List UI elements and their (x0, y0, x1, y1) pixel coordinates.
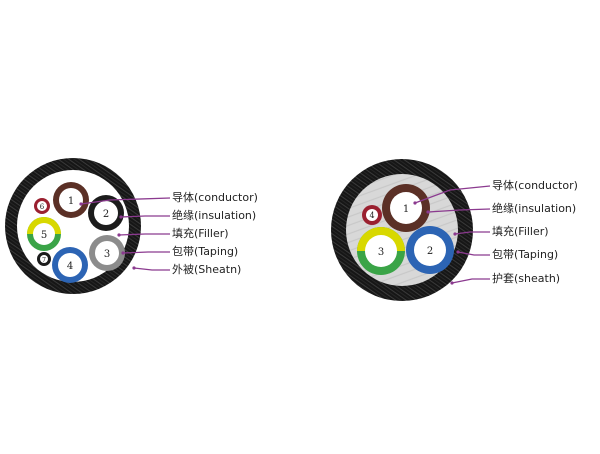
left-core-7: 7 (37, 252, 51, 266)
right-cable: 1 2 3 4 (331, 159, 491, 301)
right-leader-insulation (427, 208, 491, 213)
right-leader-lines (414, 185, 491, 284)
right-leader-filler (454, 231, 490, 235)
left-label-insulation: 绝缘(insulation) (172, 209, 257, 222)
left-core-5-conductor (33, 223, 55, 245)
left-core-4-number: 4 (67, 261, 73, 272)
right-leader-dots (413, 201, 460, 285)
left-leader-sheath (133, 267, 170, 271)
left-core-3-number: 3 (104, 249, 110, 260)
right-core-2-conductor (414, 234, 446, 266)
left-leader-filler (118, 233, 170, 236)
right-core-1: 1 (382, 184, 430, 232)
left-core-3: 3 (89, 235, 125, 271)
left-core-1-number: 1 (68, 196, 74, 207)
left-leader-lines (80, 197, 171, 271)
left-core-6: 6 (34, 198, 50, 214)
left-core-6-number: 6 (40, 203, 45, 211)
left-core-2-conductor (94, 201, 118, 225)
right-core-4-number: 4 (369, 211, 374, 220)
left-core-2: 2 (88, 195, 124, 231)
right-leader-sheath (451, 278, 490, 284)
left-core-3-conductor (95, 241, 119, 265)
right-core-2: 2 (406, 226, 454, 274)
left-label-filler: 填充(Filler) (172, 227, 229, 240)
right-core-1-number: 1 (403, 204, 409, 215)
left-label-taping: 包带(Taping) (172, 245, 239, 258)
left-core-5: 5 (27, 217, 61, 251)
right-label-conductor: 导体(conductor) (492, 179, 578, 192)
right-core-1-conductor (390, 192, 422, 224)
right-core-3-conductor (365, 235, 397, 267)
right-core-3: 3 (357, 227, 405, 275)
left-core-1-conductor (59, 188, 83, 212)
right-core-4-conductor (366, 209, 378, 221)
left-leader-insulation (120, 215, 170, 218)
left-core-7-conductor (40, 255, 48, 263)
left-core-1: 1 (53, 182, 89, 218)
left-leader-conductor (80, 197, 171, 205)
right-label-filler: 填充(Filler) (492, 225, 549, 238)
left-label-sheath: 外被(Sheatn) (172, 263, 242, 276)
left-label-conductor: 导体(conductor) (172, 191, 258, 204)
left-core-2-number: 2 (103, 209, 109, 220)
right-core-3-number: 3 (378, 247, 384, 258)
left-leader-taping (122, 251, 170, 254)
left-core-4-conductor (58, 253, 82, 277)
right-core-2-number: 2 (427, 246, 433, 257)
right-leader-taping (457, 251, 490, 256)
left-leader-dots (79, 202, 136, 270)
right-label-taping: 包带(Taping) (492, 248, 559, 261)
right-label-insulation: 绝缘(insulation) (492, 202, 577, 215)
left-core-7-number: 7 (42, 257, 46, 264)
left-cable: 1 2 3 4 5 (5, 158, 171, 294)
left-core-5-number: 5 (41, 230, 47, 241)
left-core-4: 4 (52, 247, 88, 283)
right-label-sheath: 护套(sheath) (492, 272, 561, 285)
right-leader-conductor (414, 185, 491, 204)
left-core-6-conductor (37, 201, 47, 211)
right-core-4: 4 (362, 205, 382, 225)
